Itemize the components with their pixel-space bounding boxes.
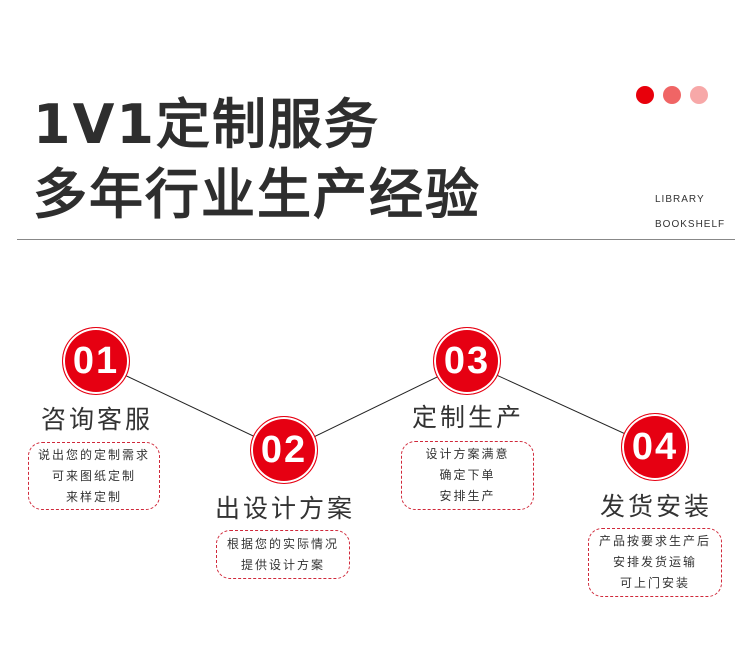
- step-4-title: 发货安装: [599, 492, 713, 521]
- divider: [17, 239, 735, 240]
- step-3-desc: 设计方案满意 确定下单 安排生产: [401, 441, 534, 510]
- desc-line: 设计方案满意: [425, 447, 510, 461]
- step-1-desc: 说出您的定制需求 可来图纸定制 来样定制: [28, 442, 160, 510]
- desc-line: 可上门安装: [619, 576, 690, 590]
- dot-2: [663, 86, 681, 104]
- desc-line: 根据您的实际情况: [226, 536, 339, 551]
- step-2-desc: 根据您的实际情况 提供设计方案: [216, 530, 350, 579]
- desc-line: 说出您的定制需求: [37, 447, 150, 462]
- dot-3: [690, 86, 708, 104]
- step-2-number: 02: [250, 416, 318, 484]
- connector-path: [96, 361, 657, 452]
- step-1-title: 咨询客服: [40, 405, 154, 434]
- desc-line: 安排发货运输: [612, 555, 697, 569]
- dot-1: [636, 86, 654, 104]
- step-4-desc: 产品按要求生产后 安排发货运输 可上门安装: [588, 528, 722, 597]
- step-3-number: 03: [433, 327, 501, 395]
- headline-1: 1V1定制服务: [33, 93, 380, 156]
- desc-line: 来样定制: [65, 489, 122, 504]
- desc-line: 可来图纸定制: [51, 468, 136, 483]
- desc-line: 提供设计方案: [240, 557, 325, 572]
- step-2-title: 出设计方案: [214, 494, 356, 523]
- step-1-number: 01: [62, 327, 130, 395]
- desc-line: 确定下单: [439, 468, 496, 482]
- step-4-number: 04: [621, 413, 689, 481]
- desc-line: 产品按要求生产后: [598, 534, 711, 548]
- step-3-title: 定制生产: [411, 403, 525, 432]
- desc-line: 安排生产: [439, 489, 496, 503]
- label-library: LIBRARY: [655, 194, 705, 205]
- headline-2: 多年行业生产经验: [33, 163, 481, 226]
- label-bookshelf: BOOKSHELF: [655, 219, 726, 230]
